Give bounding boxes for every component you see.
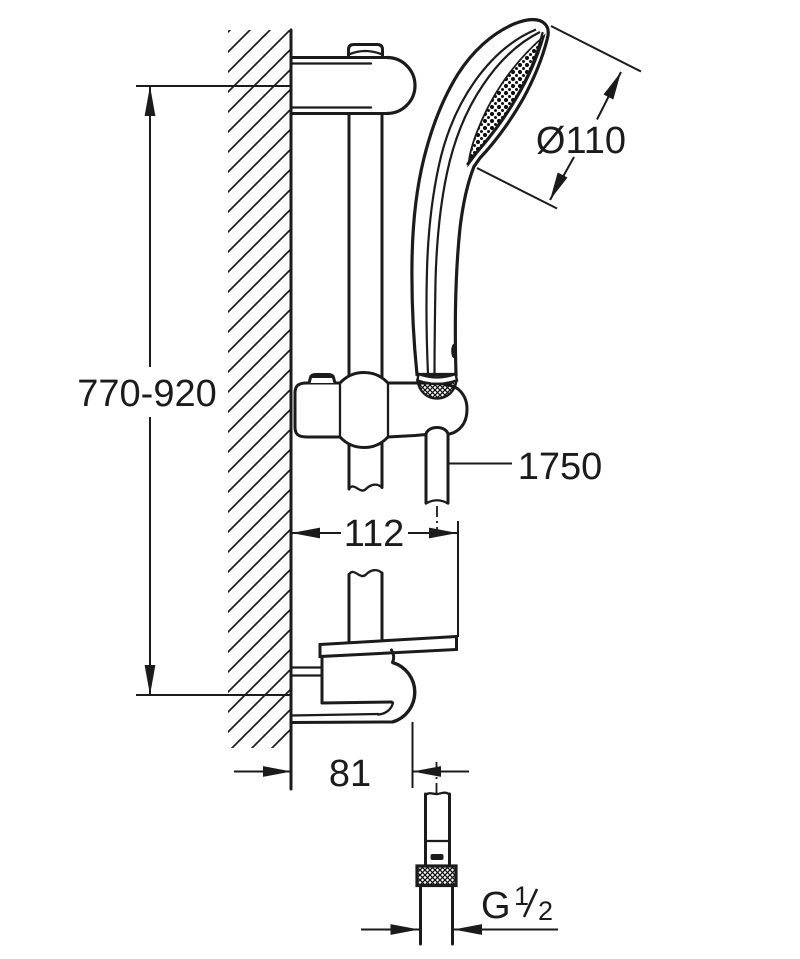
top-bracket-end-cap: [386, 55, 417, 116]
wall-hatch: [228, 30, 291, 748]
slider-glide-element: [293, 370, 469, 450]
dish-body-right-jog: [390, 648, 396, 664]
upper-offset-label: 112: [344, 513, 405, 555]
arrow-up-icon: [144, 86, 156, 116]
dimension-upper-offset: 112: [291, 513, 459, 637]
lower-offset-label: 81: [329, 753, 371, 795]
arrow-right-icon: [263, 766, 292, 777]
dimension-hose-length: 1750: [449, 446, 602, 488]
dimension-lower-offset: 81: [234, 722, 469, 795]
thread-denominator-label: 2: [538, 896, 553, 926]
connector-detail-mark: [430, 854, 444, 860]
grip-contour-line-2: [433, 31, 541, 375]
dish-body-bottom-edge: [320, 700, 395, 705]
hand-shower: [410, 18, 550, 377]
soap-dish-and-bottom-bracket: [289, 634, 458, 724]
knurled-nut: [415, 864, 458, 888]
rail-break-line-upper: [347, 483, 384, 492]
arrow-left-icon: [453, 924, 482, 935]
rail-break-line-lower: [347, 569, 384, 578]
arrow-downleft-icon: [550, 172, 568, 200]
arrow-left-icon: [291, 527, 320, 539]
head-diameter-label: Ø110: [536, 120, 626, 162]
top-bracket: [289, 43, 417, 116]
arrow-left-icon: [412, 766, 441, 777]
hose-connector-bottom: [415, 762, 458, 946]
connector-break-line: [424, 791, 451, 797]
grip-contour-line-1: [425, 28, 537, 375]
dimension-head-diameter: Ø110: [476, 25, 642, 210]
soap-dish-tray: [318, 634, 458, 659]
thread-numerator-label: 1: [514, 881, 529, 911]
shower-hose-upper: [424, 432, 450, 531]
cone-nut-knurl: [416, 378, 458, 400]
thread-prefix-label: G: [481, 885, 511, 927]
arrow-upright-icon: [603, 72, 621, 100]
dimension-thread: G 1 2: [361, 881, 558, 935]
dimension-rail-height: 770-920: [77, 85, 291, 696]
hose-break-line: [424, 499, 450, 505]
arrow-right-icon: [429, 527, 458, 539]
grip-control-button: [451, 344, 457, 358]
rail-height-label: 770-920: [77, 373, 216, 415]
slider-clamp-button-top: [312, 374, 332, 378]
shower-rail: [347, 112, 384, 646]
fraction-slash: [522, 888, 539, 918]
arrow-down-icon: [144, 665, 156, 695]
hand-shower-body: [410, 18, 550, 377]
wall-section: [228, 28, 293, 791]
bottom-bracket-end-cap: [391, 660, 417, 724]
hose-length-label: 1750: [518, 446, 603, 488]
arrow-right-icon: [390, 924, 419, 935]
spray-face-nozzles: [467, 33, 546, 168]
